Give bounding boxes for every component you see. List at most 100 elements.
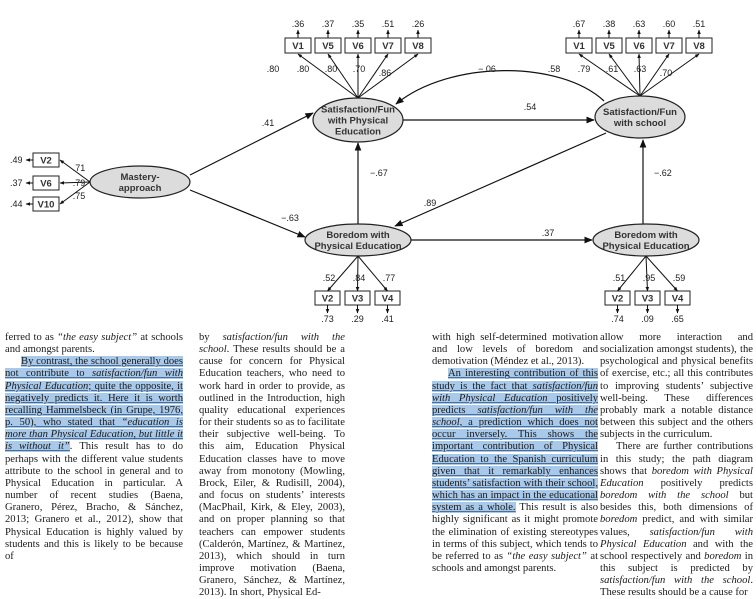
paragraph: ferred to as “the easy subject” at schoo… [5,332,183,356]
latent-label: Satisfaction/Fun [603,107,677,118]
paragraph: By contrast, the school generally does n… [5,356,184,563]
text-run: . These results should be a cause for co… [199,344,345,599]
path-diagram: .41−.63−.67.54−.06.89−.62.37V1.36.80V5.3… [10,19,713,324]
latent-label: Physical Education [314,241,401,252]
italic-text: boredom [704,550,742,562]
italic-text: boredom with the school [600,490,729,502]
text-column-1: ferred to as “the easy subject” at schoo… [5,332,184,563]
indicator-label: V2 [40,156,52,167]
text-run: but besides this, both dimensions of [600,490,753,514]
error-value: .44 [10,199,23,209]
error-value: .29 [351,314,364,324]
error-value: .37 [10,178,23,188]
text-column-4: allow more interaction and socialization… [600,332,753,599]
loading-arrow [578,53,641,97]
error-value: .26 [412,19,425,29]
error-value: .73 [321,314,334,324]
text-column-3: with high self-determined motivation and… [432,332,598,575]
italic-text: satisfaction/fun with Physical Education [600,526,753,550]
loading-value: .61 [606,64,619,74]
indicator-label: V3 [642,294,654,305]
loading-value: .80 [267,64,280,74]
error-value: .38 [603,19,616,29]
indicator-label: V8 [693,41,705,52]
path-arrow-mastery-bored-pe [189,189,306,238]
latent-label: Boredom with [614,230,678,241]
latent-label: Boredom with [326,230,390,241]
indicator-label: V7 [663,41,675,52]
paragraph: with high self-determined motivation and… [432,332,598,368]
error-value: .49 [10,155,23,165]
loading-value: .70 [660,68,673,78]
loading-arrow [637,53,641,97]
text-column-2: by satisfaction/fun with the school. The… [199,332,345,599]
italic-text: boredom [600,514,638,526]
italic-text: “the easy subject” [506,550,587,562]
italic-text: “the easy subject” [57,332,138,343]
indicator-label: V5 [322,41,334,52]
error-value: .74 [611,314,624,324]
italic-text: boredom with Physical Education [600,465,753,489]
latent-label: approach [119,183,162,194]
error-value: .67 [573,19,586,29]
text-run: by [199,332,223,343]
loading-arrow [327,53,359,99]
loading-value: .80 [325,64,338,74]
loading-value: .51 [613,273,626,283]
path-coef: −.63 [281,213,299,223]
indicator-label: V1 [292,41,304,52]
indicator-label: V2 [322,294,334,305]
text-run: ferred to as [5,332,58,343]
loading-value: .77 [383,273,396,283]
path-coef: −.67 [370,168,388,178]
path-coef: .41 [262,118,275,128]
path-coef: .89 [424,198,437,208]
indicator-label: V8 [412,41,424,52]
italic-text: satisfaction/fun with the school [199,332,345,356]
indicator-label: V6 [352,41,364,52]
latent-mastery [89,165,191,199]
loading-value: .52 [323,273,336,283]
loading-arrow [297,53,359,99]
indicator-label: V2 [612,294,624,305]
latent-sat-pe [312,97,404,143]
loading-arrow [645,255,678,292]
text-run: predict, and with similar values, [600,514,753,538]
error-value: .35 [352,19,365,29]
text-run: This result is also highly significant a… [432,502,598,562]
loading-arrow [327,255,359,292]
highlighted-text[interactable]: , a prediction which does not occur inve… [432,417,598,514]
error-value: .36 [292,19,305,29]
loading-arrow [357,53,419,99]
loading-value: .80 [297,64,310,74]
latent-label: Physical Education [602,241,689,252]
latent-label: Satisfaction/Fun [321,105,395,116]
loading-value: .63 [634,64,647,74]
path-arrow-mastery-sat-pe [189,112,314,176]
path-arrow-sat-school-sat-pe [395,70,605,105]
error-value: .63 [633,19,646,29]
italic-text: satisfaction/fun with the school [600,575,751,587]
loading-arrow [639,53,700,97]
path-coef: −.62 [654,168,672,178]
loading-arrow [59,159,91,183]
error-value: .51 [382,19,395,29]
latent-label: Education [335,127,381,138]
path-arrow-sat-school-bored-pe [394,132,607,227]
indicator-label: V3 [352,294,364,305]
text-run: There are further contributions in this … [600,441,753,477]
latent-label: Mastery- [120,172,159,183]
indicator-label: V4 [672,294,684,305]
indicator-label: V1 [573,41,585,52]
error-value: .37 [322,19,335,29]
loading-value: .86 [379,68,392,78]
loading-arrow [608,53,641,97]
text-run: and with the school respectively and [600,538,753,562]
loading-value: .71 [73,163,86,173]
loading-value: .95 [643,273,656,283]
text-run: allow more interaction and socialization… [600,332,753,441]
paragraph: An interesting contribution of this stud… [432,368,598,575]
latent-bored-school [592,223,700,257]
indicator-label: V10 [38,200,55,211]
text-run: positively predicts [643,477,753,489]
